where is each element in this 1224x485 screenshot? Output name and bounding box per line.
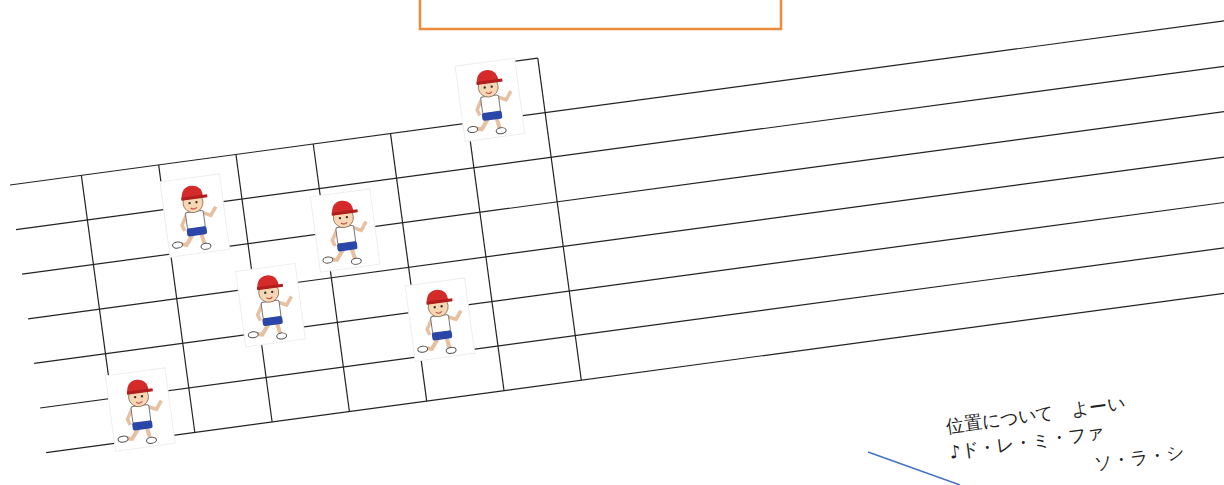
note-text: ソ・ラ・シ — [1093, 441, 1185, 474]
